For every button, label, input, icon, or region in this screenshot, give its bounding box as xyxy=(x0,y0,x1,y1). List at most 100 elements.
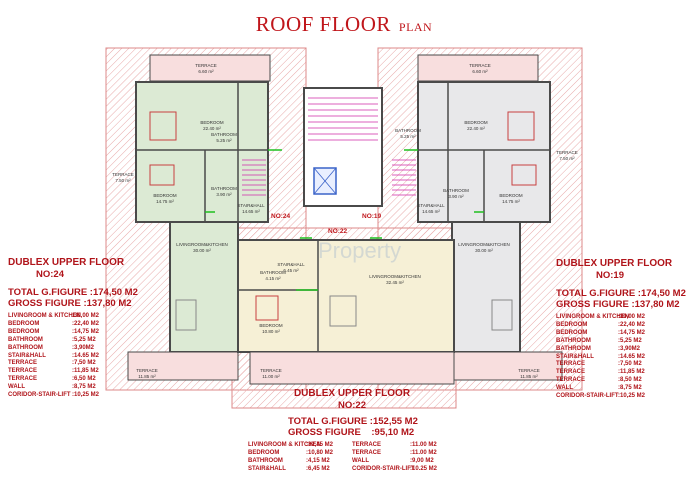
left-sofa-icon xyxy=(175,299,197,331)
area-row-label: BEDROOM xyxy=(556,329,588,336)
area-row-value: :22,40 M2 xyxy=(72,320,100,327)
watermark: Property xyxy=(318,238,401,263)
area-row: CORIDOR-STAIR-LIFT:10,25 M2 xyxy=(556,393,686,401)
title-main: ROOF FLOOR xyxy=(255,12,391,36)
area-row: BATHROOM:4,15 M2 xyxy=(248,458,352,466)
area-row-label: WALL xyxy=(556,385,573,392)
area-row-label: CORIDOR-STAIR-LIFT xyxy=(352,465,415,472)
unit-22-number: NO:22 xyxy=(338,400,366,411)
unit-24-heading: DUBLEX UPPER FLOOR xyxy=(8,257,125,268)
area-row: TERRACE :6,50 M2 xyxy=(8,376,138,384)
label-no22: NO:22 xyxy=(328,228,348,235)
area-row: BEDROOM :22,40 M2 xyxy=(8,321,138,329)
door-markers xyxy=(205,149,484,291)
area-row: WALL:8,75 M2 xyxy=(556,385,686,393)
area-row-label: WALL xyxy=(8,384,25,391)
unit-19-gross: GROSS FIGURE :137,80 M2 xyxy=(556,299,680,310)
area-row: BATHROOM:3,90M2 xyxy=(8,345,138,353)
unit-22-summary: DUBLEX UPPER FLOOR NO:22 TOTAL G.FIGURE … xyxy=(248,388,456,474)
area-row-value: :5,25 M2 xyxy=(72,336,96,343)
right-terrace-top xyxy=(417,54,539,82)
area-row-value: :7,50 M2 xyxy=(72,360,96,367)
area-row-label: STAIR&HALL xyxy=(556,353,594,360)
area-row-label: BATHROOM xyxy=(556,337,591,344)
area-row-label: BEDROOM xyxy=(8,320,40,327)
area-row-value: :32,45 M2 xyxy=(306,442,334,448)
area-row: STAIR&HALL:14.65 M2 xyxy=(556,354,686,362)
area-row-label: WALL xyxy=(352,457,369,464)
unit-22-gross: GROSS FIGURE :95,10 M2 xyxy=(288,427,415,438)
right-bed1-icon xyxy=(507,111,535,141)
area-row-value: :6,45 M2 xyxy=(306,465,330,472)
area-row-label: LIVINGROOM & KITCHEN xyxy=(248,442,321,448)
area-row-value: :8,50 M2 xyxy=(618,377,642,384)
area-row-label: TERRACE xyxy=(8,360,38,367)
area-row: BEDROOM :14,75 M2 xyxy=(8,329,138,337)
right-sofa-icon xyxy=(491,299,513,331)
right-stairs xyxy=(392,159,416,196)
area-row: BATHROOM :5,25 M2 xyxy=(8,337,138,345)
area-row: BEDROOM :22,40 M2 xyxy=(556,322,686,330)
unit-22-total: TOTAL G.FIGURE :152,55 M2 xyxy=(288,416,418,427)
area-row-value: :8,75 M2 xyxy=(72,384,96,391)
area-row-value: :10,25 M2 xyxy=(618,393,646,400)
unit-22-heading: DUBLEX UPPER FLOOR xyxy=(293,388,411,399)
area-row-label: TERRACE xyxy=(8,376,38,383)
area-row: TERRACE :7,50 M2 xyxy=(8,360,138,368)
area-row-label: CORIDOR-STAIR-LIFT xyxy=(8,392,71,399)
left-unit-floor xyxy=(135,81,269,223)
area-row-value: :10,80 M2 xyxy=(306,449,334,456)
area-row-value: :3,90M2 xyxy=(618,345,641,352)
title-sub: PLAN xyxy=(398,20,433,34)
core-stairs xyxy=(308,97,378,141)
area-row-value: :11,85 M2 xyxy=(72,368,99,375)
unit-19-total: TOTAL G.FIGURE :174,50 M2 xyxy=(556,288,686,299)
area-row-value: :11.00 M2 xyxy=(410,449,437,456)
area-row-label: BEDROOM xyxy=(8,328,40,335)
area-row: CORIDOR-STAIR-LIFT:10,25 M2 xyxy=(8,392,138,400)
area-row-label: LIVINGROOM & KITCHEN xyxy=(556,314,629,320)
area-row-label: BATHROOM xyxy=(248,457,283,464)
area-row: TERRACE:7,50 M2 xyxy=(556,361,686,369)
area-row-value: :14.65 M2 xyxy=(72,352,100,359)
left-bed1-icon xyxy=(149,111,177,141)
area-row: LIVINGROOM & KITCHEN:32,45 M2 xyxy=(248,442,352,450)
area-row-label: BATHROOM xyxy=(556,345,591,352)
area-row: TERRACE :11,85 M2 xyxy=(556,369,686,377)
area-row-label: TERRACE xyxy=(352,442,382,448)
area-row: LIVINGROOM & KITCHEN:30,00 M2 xyxy=(8,313,138,321)
label-no24: NO:24 xyxy=(271,213,291,220)
area-row-label: BEDROOM xyxy=(556,321,588,328)
area-row: LIVINGROOM & KITCHEN:30,00 M2 xyxy=(556,314,686,322)
area-row: WALL :8,75 M2 xyxy=(8,384,138,392)
area-row-value: :10,25 M2 xyxy=(72,392,100,399)
area-row-label: STAIR&HALL xyxy=(8,352,46,359)
area-row-value: :22,40 M2 xyxy=(618,321,646,328)
area-row-label: TERRACE xyxy=(8,368,38,375)
area-row-value: :6,50 M2 xyxy=(72,376,96,383)
area-row: STAIR&HALL :6,45 M2 xyxy=(248,466,352,474)
area-row-label: BATHROOM xyxy=(8,344,43,351)
area-row: BATHROOM :3,90M2 xyxy=(556,346,686,354)
right-living-floor xyxy=(451,221,521,353)
unit-24-summary: DUBLEX UPPER FLOOR NO:24 TOTAL G.FIGURE … xyxy=(8,257,138,400)
area-row-label: TERRACE xyxy=(352,449,382,456)
left-bed2-icon xyxy=(149,164,175,186)
area-row-value: :11,85 M2 xyxy=(618,369,645,376)
area-row: STAIR&HALL :14.65 M2 xyxy=(8,353,138,361)
area-row-label: STAIR&HALL xyxy=(248,465,286,472)
area-row-value: :11.00 M2 xyxy=(410,442,437,448)
unit-24-total: TOTAL G.FIGURE :174,50 M2 xyxy=(8,287,138,298)
left-terrace-bottom xyxy=(127,351,239,381)
area-row-value: :7,50 M2 xyxy=(618,361,642,368)
area-row-label: CORIDOR-STAIR-LIFT xyxy=(556,393,619,400)
area-row-label: BATHROOM xyxy=(8,336,43,343)
area-row-value: :14,75 M2 xyxy=(72,328,100,335)
area-row-label: TERRACE xyxy=(556,369,586,376)
page-title: ROOF FLOOR PLAN xyxy=(0,12,688,37)
left-living-floor xyxy=(169,221,239,353)
